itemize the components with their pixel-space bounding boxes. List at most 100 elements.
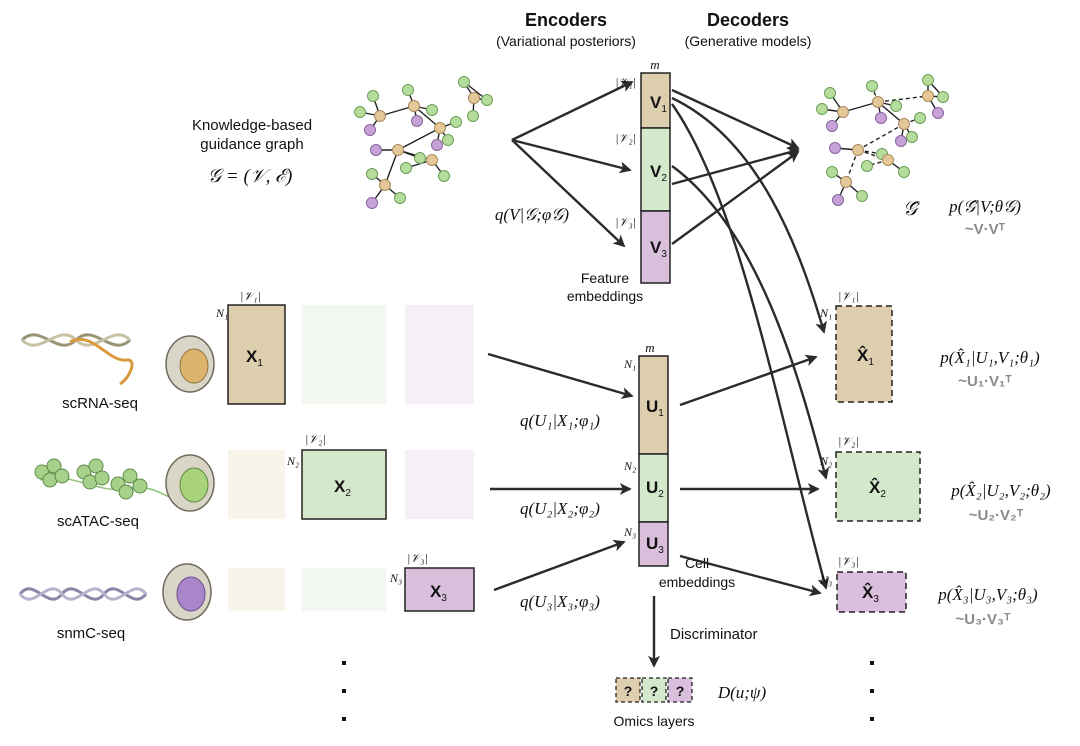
chromatin-illustration-atac <box>34 458 181 503</box>
u1-symbol: U1 <box>646 397 664 419</box>
discriminator-cell-rna <box>615 677 641 703</box>
x2hat-symbol: X̂2 <box>869 477 886 500</box>
rna-encoder-arrow <box>487 352 634 399</box>
graph-node <box>906 131 918 143</box>
u2-symbol: U2 <box>646 478 664 500</box>
graph-node <box>922 74 934 86</box>
discriminator-q3: ? <box>676 683 685 699</box>
atac-decoder-formula: p(X̂₂|U₂,V₂;θ₂) <box>950 481 1051 500</box>
u3-block <box>638 521 669 567</box>
graph-node <box>824 87 836 99</box>
x2hat-v-label: |𝒱₂| <box>838 434 859 448</box>
graph-node <box>450 116 462 128</box>
x1-matrix <box>227 304 286 405</box>
x2-faint-mc <box>405 450 474 519</box>
decoders-subheader: (Generative models) <box>685 33 812 49</box>
x3-matrix <box>404 567 475 612</box>
graph-node <box>840 176 852 188</box>
rna-encoder-formula: q(U₁|X₁;φ₁) <box>520 411 600 430</box>
x1-faint-atac <box>302 305 386 404</box>
encoders-header: Encoders <box>525 10 607 30</box>
graph-node <box>816 103 828 115</box>
x2-v-label: |𝒱₂| <box>305 432 326 446</box>
graph-node <box>364 124 376 136</box>
x3-faint-rna <box>228 568 285 611</box>
guidance-graph-network <box>354 76 493 209</box>
graph-node <box>861 160 873 172</box>
graph-node <box>922 90 934 102</box>
x2-matrix <box>301 449 387 520</box>
x3-symbol: X3 <box>430 582 447 604</box>
discriminator-cell-mc <box>667 677 693 703</box>
discriminator-q1: ? <box>624 683 633 699</box>
graph-node <box>402 84 414 96</box>
graph-node <box>366 168 378 180</box>
u-dim-label: m <box>645 340 654 355</box>
reconstructed-graph-network <box>816 74 949 206</box>
mc-decoder-approx: ~U₃·V₃ᵀ <box>956 611 1011 628</box>
x1-faint-mc <box>405 305 474 404</box>
v2-size-label: |𝒱₂| <box>615 131 636 145</box>
discriminator-q2: ? <box>650 683 659 699</box>
graph-node <box>438 170 450 182</box>
u1-to-x1-arrow <box>679 354 818 407</box>
graph-node <box>431 139 443 151</box>
graph-edge <box>877 95 929 103</box>
graph-node <box>354 106 366 118</box>
graph-node <box>829 142 841 154</box>
graph-node <box>426 154 438 166</box>
graph-edge <box>397 127 441 151</box>
x1hat-n-label: N₁ <box>819 306 832 320</box>
graph-edge <box>857 149 889 161</box>
atac-decoder-approx: ~U₂·V₂ᵀ <box>969 507 1024 524</box>
rna-decoder-approx: ~U₁·V₁ᵀ <box>958 373 1012 390</box>
x2-faint-rna <box>228 450 285 519</box>
graph-decoder-arrow-v3 <box>671 150 800 245</box>
continuation-dots <box>342 661 874 721</box>
mc-decoder-formula: p(X̂₃|U₃,V₃;θ₃) <box>937 585 1038 604</box>
graph-node <box>394 192 406 204</box>
cell-icon-mc <box>162 563 212 621</box>
graph-node <box>898 118 910 130</box>
graph-node <box>481 94 493 106</box>
graph-node <box>426 104 438 116</box>
x1hat-v-label: |𝒱₁| <box>838 289 859 303</box>
graph-node <box>832 194 844 206</box>
u1-block <box>638 355 669 455</box>
v1-size-label: |𝒱₁| <box>615 75 636 89</box>
graph-decoder-arrow-v2 <box>671 146 800 186</box>
v3-symbol: V3 <box>650 238 667 260</box>
v3-to-x3-arrow <box>671 103 830 590</box>
graph-encoder-arrow-1 <box>511 80 634 142</box>
u3-symbol: U3 <box>646 534 664 556</box>
graph-edge <box>857 123 905 151</box>
x3-n-label: N₃ <box>389 571 402 585</box>
v1-symbol: V1 <box>650 93 667 115</box>
encoders-subheader: (Variational posteriors) <box>496 33 636 49</box>
graph-node <box>411 115 423 127</box>
x3hat-symbol: X̂3 <box>862 582 879 605</box>
graph-node <box>856 190 868 202</box>
decoders-header: Decoders <box>707 10 789 30</box>
omics-name-rna: scRNA-seq <box>62 395 138 412</box>
graph-decoder-arrow-v1 <box>671 88 800 150</box>
discriminator-cell-atac <box>641 677 667 703</box>
graph-encoder-arrow-2 <box>511 138 632 174</box>
x2hat-n-label: N₂ <box>819 454 832 468</box>
feature-embeddings-label-1: Feature <box>581 270 629 286</box>
graph-node <box>852 144 864 156</box>
u2-size-label: N₂ <box>623 459 636 473</box>
omics-name-mc: snmC-seq <box>57 625 125 642</box>
graph-node <box>898 166 910 178</box>
discriminator-formula: D(u;ψ) <box>717 683 767 702</box>
graph-node <box>442 134 454 146</box>
graph-node <box>937 91 949 103</box>
x3hat-n-label: N₃ <box>819 573 832 587</box>
x1-v-label: |𝒱₁| <box>240 289 261 303</box>
graph-node <box>408 100 420 112</box>
x1-symbol: X1 <box>246 347 263 369</box>
discriminator-label: Discriminator <box>670 626 758 643</box>
graph-node <box>837 106 849 118</box>
graph-node <box>826 166 838 178</box>
x2-symbol: X2 <box>334 477 351 499</box>
